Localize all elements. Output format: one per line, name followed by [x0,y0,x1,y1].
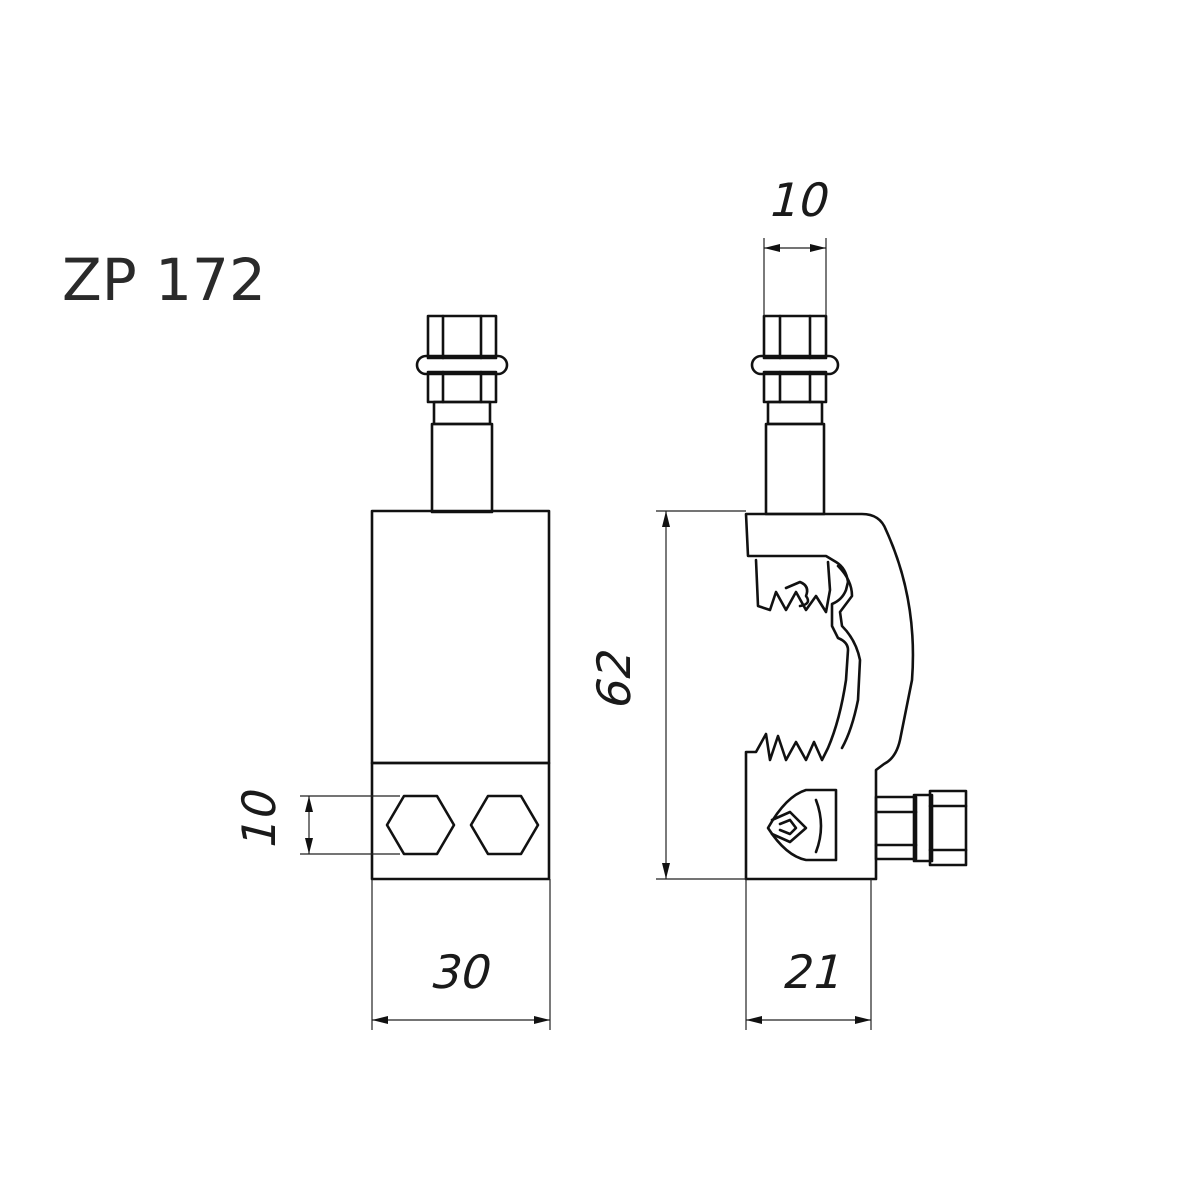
part-title: ZP 172 [62,246,266,314]
side-height-dimension: 62 [589,510,746,880]
side-upper-teeth [754,558,832,614]
dimension-front-width: 30 [426,947,498,1000]
side-clamp-body [744,512,915,881]
side-nose-piece [766,788,838,862]
front-hex-nut-right [469,794,540,856]
dimension-side-top: 10 [764,175,836,228]
side-top-dimension: 10 [763,175,836,316]
front-view: 10 30 [234,314,551,1030]
dimension-side-height: 62 [589,642,642,714]
side-inner-curve [836,564,862,750]
dimension-side-width: 21 [778,947,850,1000]
front-body [370,509,551,765]
dimension-front-hex: 10 [234,782,287,854]
front-hex-dimension: 10 [234,782,400,855]
front-lower-block [370,761,551,881]
side-top-nut [750,314,840,516]
front-width-dimension: 30 [371,879,551,1030]
front-hex-nut-left [385,794,456,856]
side-width-dimension: 21 [745,879,872,1030]
front-top-nut [415,314,509,514]
side-bolt [874,789,968,867]
side-view: 10 62 21 [589,175,968,1030]
